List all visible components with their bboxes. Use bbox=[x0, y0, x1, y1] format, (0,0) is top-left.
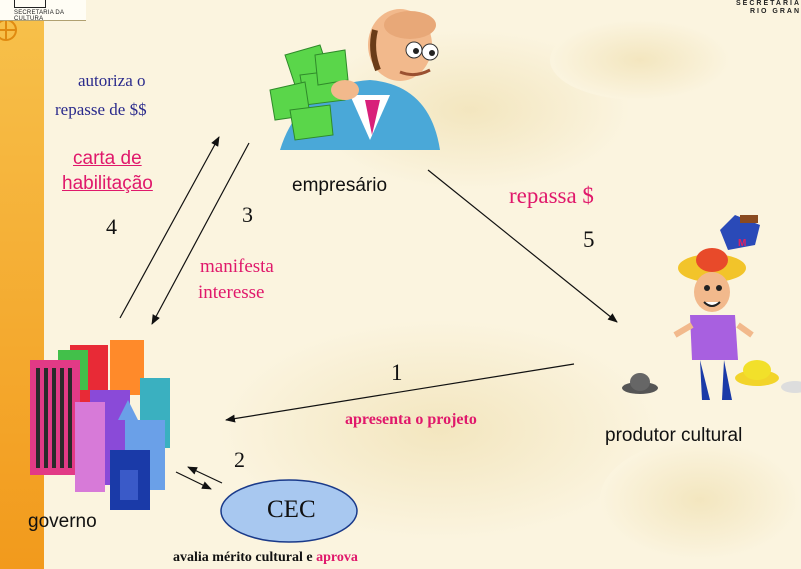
empresario-label: empresário bbox=[292, 175, 388, 196]
repassa-label: repassa $ bbox=[509, 183, 594, 208]
autoriza-label-line1: autoriza o bbox=[78, 71, 146, 90]
arrow-4 bbox=[119, 136, 220, 319]
cec-label: CEC bbox=[267, 496, 316, 523]
step-3-number: 3 bbox=[242, 202, 253, 227]
businessman-illustration bbox=[269, 9, 440, 150]
svg-text:M: M bbox=[738, 238, 746, 249]
avalia-text: avalia mérito cultural e bbox=[173, 550, 313, 565]
logo-right-line2: RIO GRAN bbox=[750, 8, 801, 15]
arrow-3 bbox=[151, 142, 250, 325]
logo-header: SECRETARIA DA CULTURA bbox=[0, 0, 86, 22]
logo-text: SECRETARIA DA CULTURA bbox=[14, 10, 64, 22]
step-5-number: 5 bbox=[583, 227, 595, 252]
avalia-caption: avalia mérito cultural e aprova bbox=[173, 550, 358, 566]
logo-right-line1: SECRETARIA bbox=[736, 0, 801, 7]
aprova-text: aprova bbox=[316, 550, 358, 565]
step-2-number: 2 bbox=[234, 447, 245, 472]
logo-header-right: SECRETARIA RIO GRAN bbox=[736, 0, 801, 16]
buildings-illustration bbox=[30, 340, 170, 510]
apresenta-label: apresenta o projeto bbox=[345, 411, 477, 428]
manifesta-label-line1: manifesta bbox=[200, 256, 274, 277]
autoriza-label-line2: repasse de $$ bbox=[55, 100, 147, 119]
produtor-label: produtor cultural bbox=[605, 425, 743, 446]
producer-illustration: M bbox=[622, 215, 801, 400]
arrow-1 bbox=[225, 363, 575, 423]
step-4-number: 4 bbox=[106, 214, 117, 239]
carta-label-line1: carta de bbox=[73, 148, 142, 169]
carta-label-line2: habilitação bbox=[62, 173, 153, 194]
arrow-2-upper bbox=[187, 466, 223, 484]
arrow-2-lower bbox=[175, 471, 212, 490]
governo-label: governo bbox=[28, 511, 97, 532]
manifesta-label-line2: interesse bbox=[198, 282, 265, 303]
arrow-5 bbox=[427, 169, 618, 323]
cec-ellipse bbox=[220, 479, 358, 543]
logo-mark bbox=[14, 0, 46, 8]
step-1-number: 1 bbox=[391, 360, 403, 385]
